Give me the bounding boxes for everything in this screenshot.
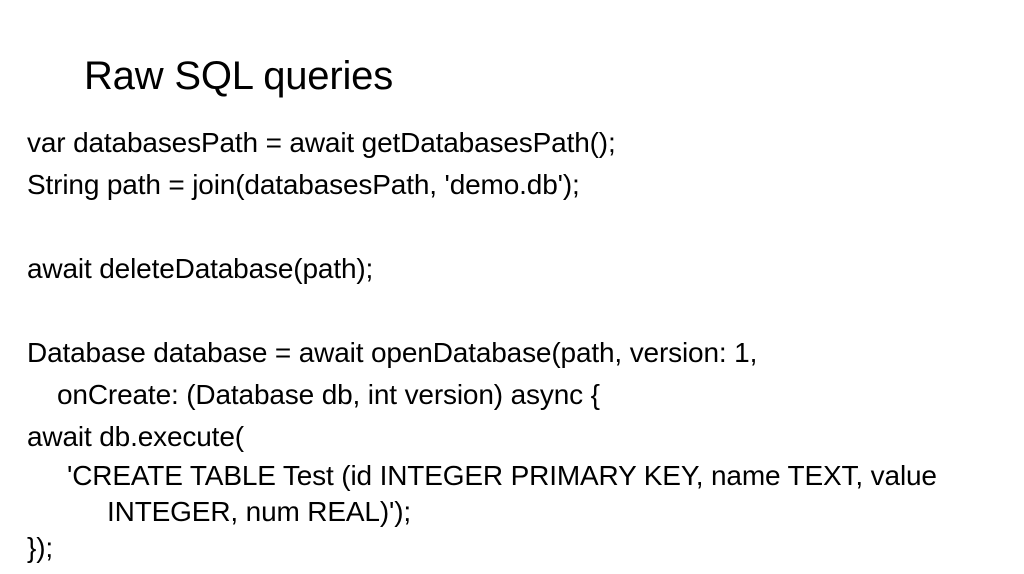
code-line-blank-2 <box>27 290 952 332</box>
page-title: Raw SQL queries <box>84 53 393 98</box>
code-line-5: onCreate: (Database db, int version) asy… <box>57 379 600 410</box>
code-block: var databasesPath = await getDatabasesPa… <box>27 122 952 566</box>
code-line-blank-1 <box>27 206 952 248</box>
code-line-7: 'CREATE TABLE Test (id INTEGER PRIMARY K… <box>67 460 945 527</box>
code-line-3: await deleteDatabase(path); <box>27 253 374 284</box>
code-line-2: String path = join(databasesPath, 'demo.… <box>27 169 580 200</box>
code-line-1: var databasesPath = await getDatabasesPa… <box>27 127 616 158</box>
code-line-8: }); <box>27 532 54 563</box>
code-line-6: await db.execute( <box>27 421 244 452</box>
code-line-4: Database database = await openDatabase(p… <box>27 337 758 368</box>
